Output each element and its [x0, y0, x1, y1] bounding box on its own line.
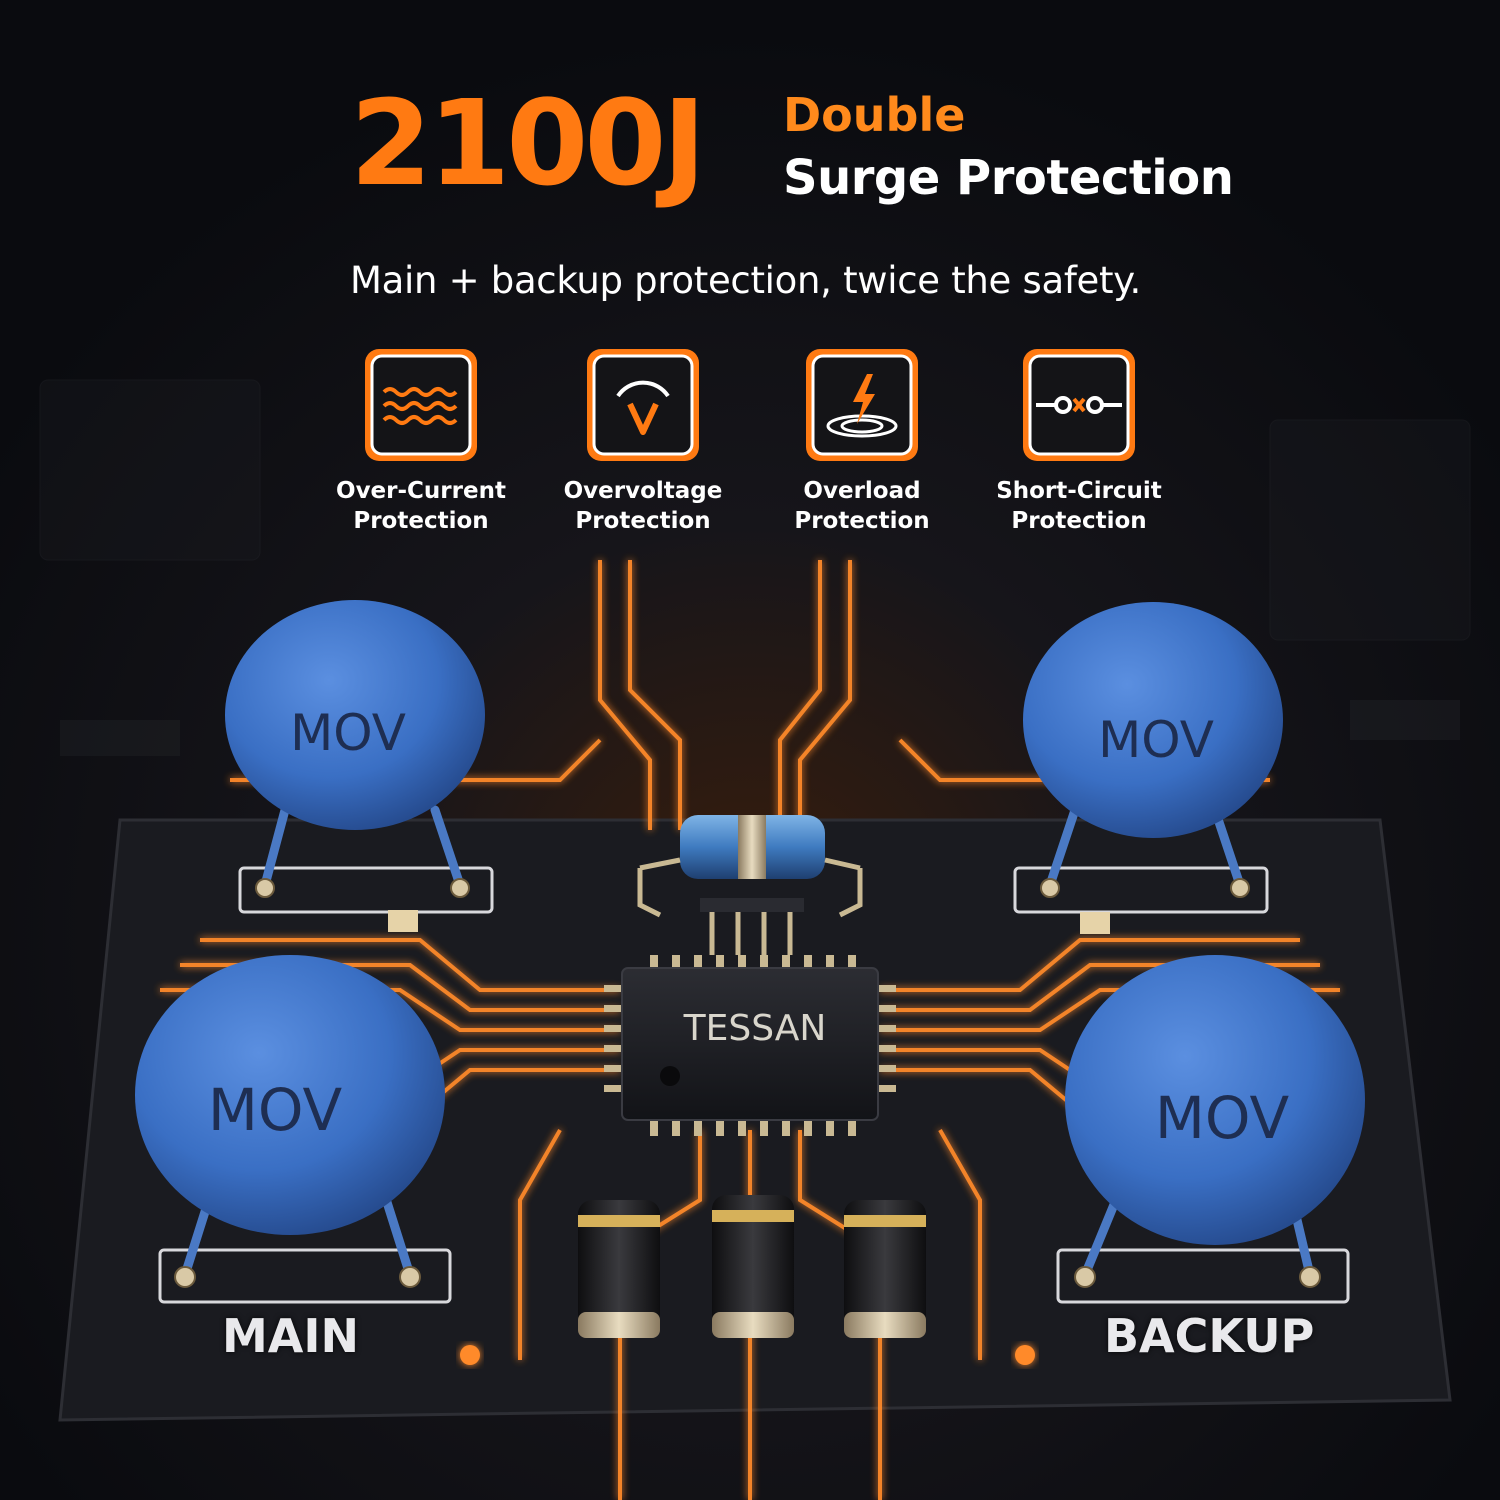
silkscreen-outlines — [158, 866, 1350, 1304]
smd-parts — [388, 910, 1110, 1365]
feature-label-line-1: Overvoltage — [563, 478, 723, 504]
feature-overload: Overload Protection — [757, 346, 967, 536]
waves-icon — [365, 349, 477, 461]
solder-pads — [174, 878, 1321, 1288]
mov-label: MOV — [208, 1076, 343, 1144]
backup-label: BACKUP — [1104, 1309, 1315, 1363]
lightning-target-icon — [806, 349, 918, 461]
headline-line-1: Double — [783, 88, 966, 142]
mov-label: MOV — [290, 704, 406, 762]
mov-label: MOV — [1155, 1084, 1290, 1152]
diodes — [578, 1195, 926, 1338]
mov-varistors: MOV MOV MOV MOV — [135, 600, 1365, 1245]
mov-top-right — [1023, 602, 1283, 838]
feature-label-line-2: Protection — [794, 508, 930, 534]
background-components — [39, 379, 1471, 756]
diode — [712, 1195, 794, 1338]
mov-bottom-left — [135, 955, 445, 1235]
chip-pins — [604, 955, 896, 1136]
feature-overvoltage: Overvoltage Protection — [538, 346, 748, 536]
mov-label: MOV — [1098, 711, 1214, 769]
mov-top-left — [225, 600, 485, 830]
energy-rating: 2100J — [350, 74, 706, 212]
diode — [844, 1200, 926, 1338]
feature-label-line-1: Overload — [803, 478, 921, 504]
controller-chip: TESSAN — [604, 955, 896, 1136]
feature-label-line-1: Short-Circuit — [996, 478, 1162, 504]
diode — [578, 1200, 660, 1338]
feature-over-current: Over-Current Protection — [316, 346, 526, 536]
feature-label-line-2: Protection — [353, 508, 489, 534]
feature-short-circuit: Short-Circuit Protection — [974, 346, 1184, 536]
gas-discharge-tube — [637, 815, 863, 955]
chip-label: TESSAN — [683, 1008, 827, 1049]
feature-label-line-2: Protection — [575, 508, 711, 534]
main-label: MAIN — [222, 1309, 359, 1363]
mov-bottom-right — [1065, 955, 1365, 1245]
feature-label-line-2: Protection — [1011, 508, 1147, 534]
tagline: Main + backup protection, twice the safe… — [350, 259, 1142, 302]
voltmeter-icon — [587, 349, 699, 461]
circuit-break-icon — [1023, 349, 1135, 461]
headline-line-2: Surge Protection — [783, 150, 1234, 206]
feature-label-line-1: Over-Current — [336, 478, 506, 504]
